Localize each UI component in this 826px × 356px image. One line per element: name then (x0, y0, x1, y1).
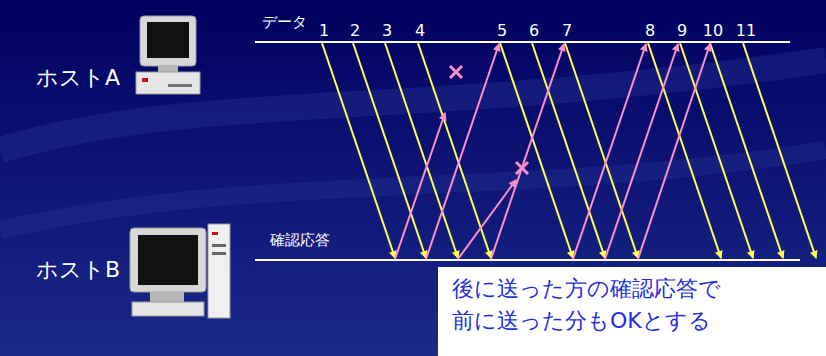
data-arrows (322, 43, 816, 258)
timeline (255, 41, 790, 43)
timeline (255, 259, 800, 261)
packet-number: 10 (703, 22, 723, 40)
packet-number: 6 (529, 22, 539, 40)
packet-number: 7 (562, 22, 572, 40)
packet-number: 4 (415, 22, 425, 40)
packet-number: 11 (736, 22, 756, 40)
computer-icon (136, 16, 200, 94)
packet-number: 1 (319, 22, 329, 40)
packet-number: 5 (497, 22, 507, 40)
packet-number: 3 (382, 22, 392, 40)
host-name: ホストA (36, 66, 120, 90)
axis-label: 確認応答 (270, 232, 330, 249)
callout-text: 後に送った方の確認応答で 前に送った分もOKとする (452, 273, 722, 337)
computer-icon (130, 224, 230, 318)
axis-label: データ (262, 14, 307, 31)
loss-mark (450, 66, 528, 174)
callout-box: 後に送った方の確認応答で 前に送った分もOKとする (438, 267, 826, 356)
packet-number: 9 (677, 22, 687, 40)
host-name: ホストB (36, 258, 120, 282)
packet-number: 8 (645, 22, 655, 40)
ack-arrows (395, 44, 710, 259)
packet-number: 2 (350, 22, 360, 40)
